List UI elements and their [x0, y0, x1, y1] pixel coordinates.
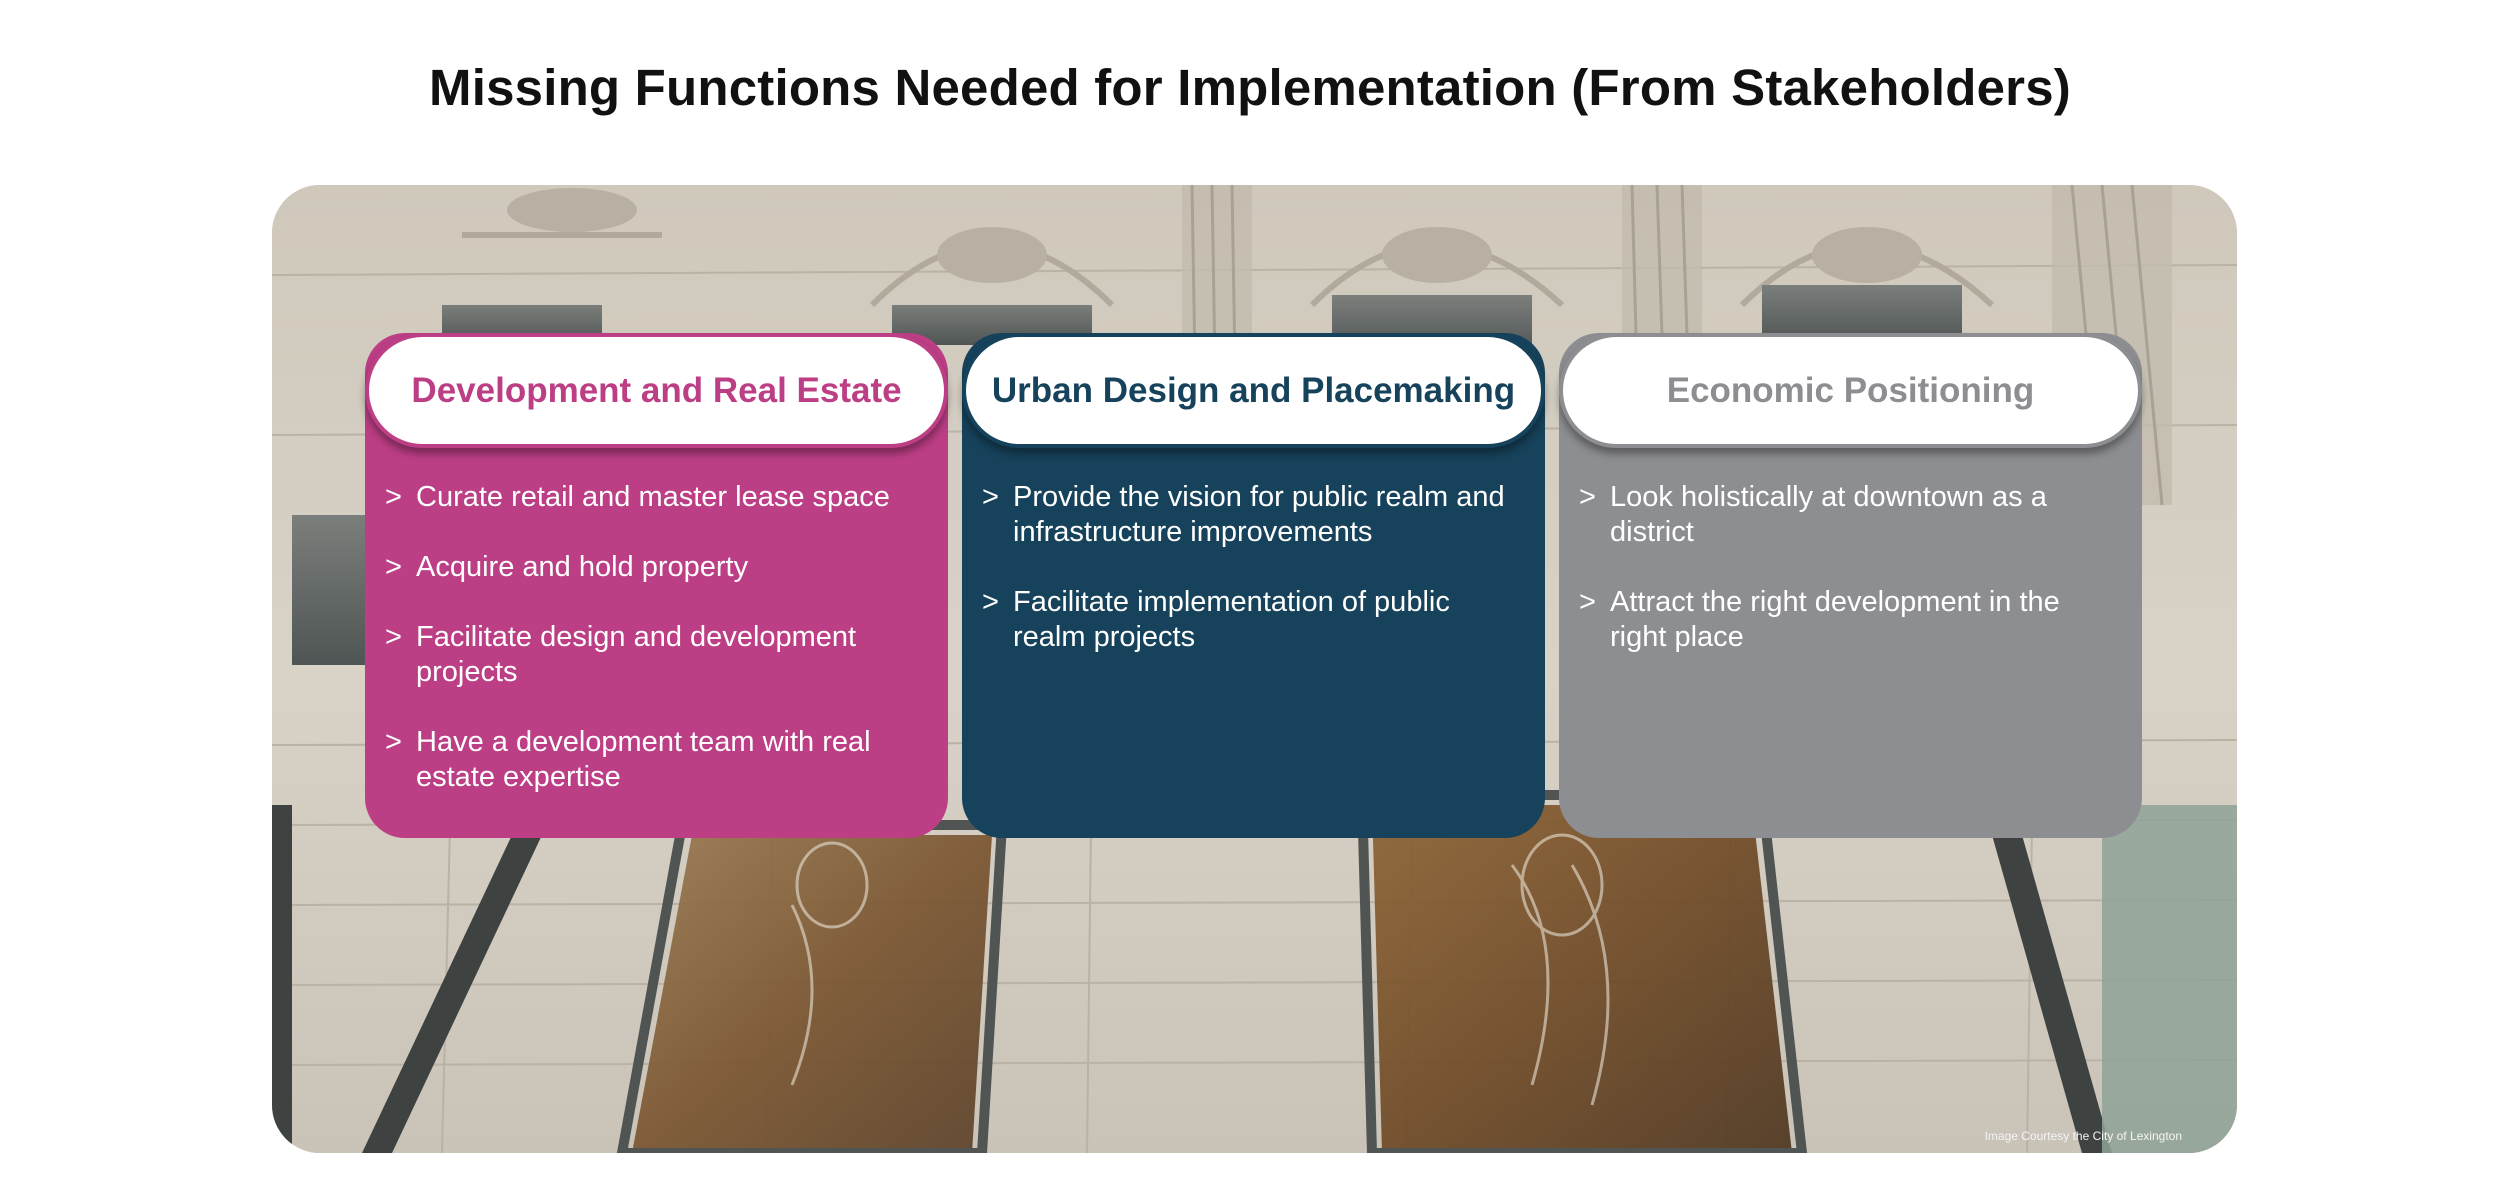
bullet-text: Provide the vision for public realm and …: [1013, 481, 1505, 548]
card-urban-design-placemaking: Urban Design and Placemaking > Provide t…: [962, 333, 1545, 838]
bullet-marker: >: [385, 481, 402, 513]
card-title: Urban Design and Placemaking: [962, 333, 1545, 448]
card-title: Economic Positioning: [1559, 333, 2142, 448]
photo-credit: Image Courtesy the City of Lexington: [1984, 1129, 2182, 1143]
bullet-marker: >: [385, 551, 402, 583]
bullet-item: > Have a development team with real esta…: [385, 725, 930, 795]
bullet-text: Have a development team with real estate…: [416, 726, 871, 793]
bullet-item: > Look holistically at downtown as a dis…: [1579, 480, 2124, 550]
card-title: Development and Real Estate: [365, 333, 948, 448]
slide-title: Missing Functions Needed for Implementat…: [429, 59, 2071, 116]
bullet-item: > Facilitate implementation of public re…: [982, 585, 1527, 655]
bullet-item: > Facilitate design and development proj…: [385, 620, 930, 690]
bullet-text: Attract the right development in the rig…: [1610, 586, 2060, 653]
bullet-marker: >: [1579, 481, 1596, 513]
bullet-item: > Acquire and hold property: [385, 550, 930, 585]
bullet-list: > Curate retail and master lease space >…: [385, 480, 930, 830]
bullet-marker: >: [982, 586, 999, 618]
bullet-marker: >: [1579, 586, 1596, 618]
bullet-text: Facilitate design and development projec…: [416, 621, 857, 688]
bullet-text: Facilitate implementation of public real…: [1013, 586, 1450, 653]
bullet-item: > Attract the right development in the r…: [1579, 585, 2124, 655]
bullet-text: Curate retail and master lease space: [416, 481, 890, 513]
card-development-real-estate: Development and Real Estate > Curate ret…: [365, 333, 948, 838]
bullet-marker: >: [385, 621, 402, 653]
card-economic-positioning: Economic Positioning > Look holistically…: [1559, 333, 2142, 838]
bullet-list: > Provide the vision for public realm an…: [982, 480, 1527, 690]
bullet-text: Acquire and hold property: [416, 551, 749, 583]
bullet-marker: >: [385, 726, 402, 758]
bullet-item: > Provide the vision for public realm an…: [982, 480, 1527, 550]
bullet-marker: >: [982, 481, 999, 513]
bullet-text: Look holistically at downtown as a distr…: [1610, 481, 2047, 548]
bullet-item: > Curate retail and master lease space: [385, 480, 930, 515]
bullet-list: > Look holistically at downtown as a dis…: [1579, 480, 2124, 690]
